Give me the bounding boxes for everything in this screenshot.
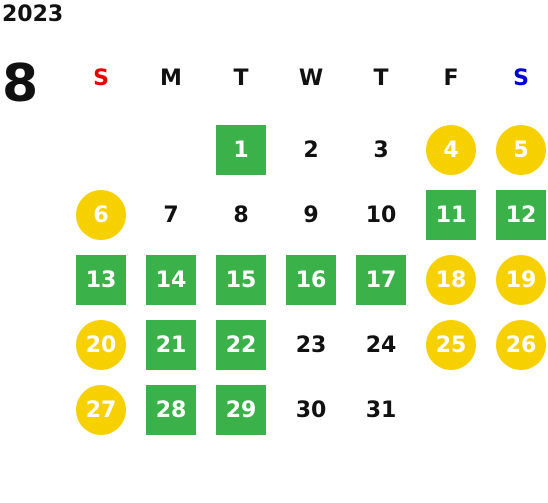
- weekday-label: S: [513, 66, 529, 91]
- day-cell: 13: [76, 255, 126, 305]
- day-cell: 21: [146, 320, 196, 370]
- day-cell: 12: [496, 190, 546, 240]
- day-cell: 6: [76, 190, 126, 240]
- day-cell: 16: [286, 255, 336, 305]
- day-cell: 11: [426, 190, 476, 240]
- day-cell: 1: [216, 125, 266, 175]
- day-cell: 23: [295, 332, 327, 358]
- day-cell: 27: [76, 385, 126, 435]
- day-cell: 14: [146, 255, 196, 305]
- day-cell: 20: [76, 320, 126, 370]
- day-cell: 29: [216, 385, 266, 435]
- day-cell: 31: [365, 397, 397, 423]
- day-cell: 8: [233, 202, 249, 228]
- day-cell: 4: [426, 125, 476, 175]
- weekday-label: M: [160, 66, 182, 91]
- day-cell: 3: [373, 137, 389, 163]
- day-cell: 25: [426, 320, 476, 370]
- day-cell: 26: [496, 320, 546, 370]
- day-cell: 28: [146, 385, 196, 435]
- day-cell: 15: [216, 255, 266, 305]
- day-cell: 9: [303, 202, 319, 228]
- day-cell: 10: [365, 202, 397, 228]
- day-cell: 19: [496, 255, 546, 305]
- calendar-year: 2023: [2, 2, 64, 27]
- day-cell: 22: [216, 320, 266, 370]
- weekday-label: W: [298, 66, 324, 91]
- day-cell: 24: [365, 332, 397, 358]
- day-cell: 17: [356, 255, 406, 305]
- day-cell: 7: [163, 202, 179, 228]
- weekday-label: S: [93, 66, 109, 91]
- weekday-label: F: [443, 66, 459, 91]
- day-cell: 30: [295, 397, 327, 423]
- day-cell: 2: [303, 137, 319, 163]
- weekday-label: T: [373, 66, 389, 91]
- day-cell: 18: [426, 255, 476, 305]
- day-cell: 5: [496, 125, 546, 175]
- calendar-month: 8: [2, 54, 39, 114]
- weekday-label: T: [233, 66, 249, 91]
